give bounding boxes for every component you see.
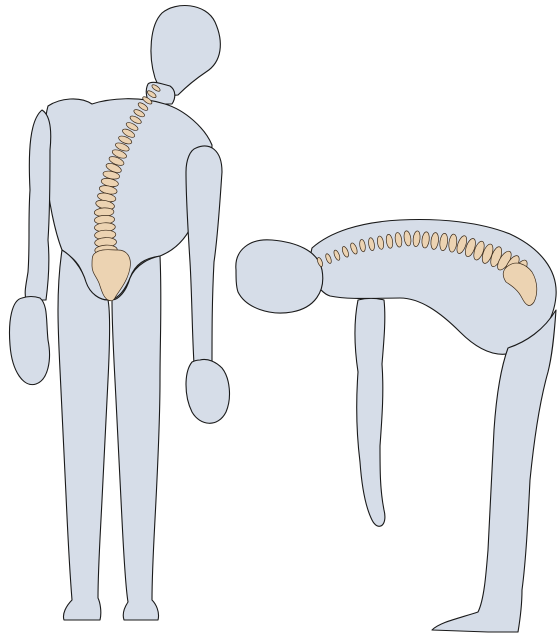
standing-head	[151, 6, 220, 96]
standing-right-arm	[186, 146, 222, 364]
bending-leg	[432, 310, 556, 632]
standing-figure	[10, 6, 230, 620]
bending-head	[236, 240, 323, 313]
standing-right-leg	[112, 256, 161, 620]
standing-left-arm	[25, 110, 51, 300]
standing-left-leg	[58, 250, 110, 620]
bending-figure	[236, 220, 556, 632]
standing-left-hand	[10, 297, 50, 385]
bending-arm	[355, 299, 385, 527]
standing-right-hand	[186, 359, 229, 423]
